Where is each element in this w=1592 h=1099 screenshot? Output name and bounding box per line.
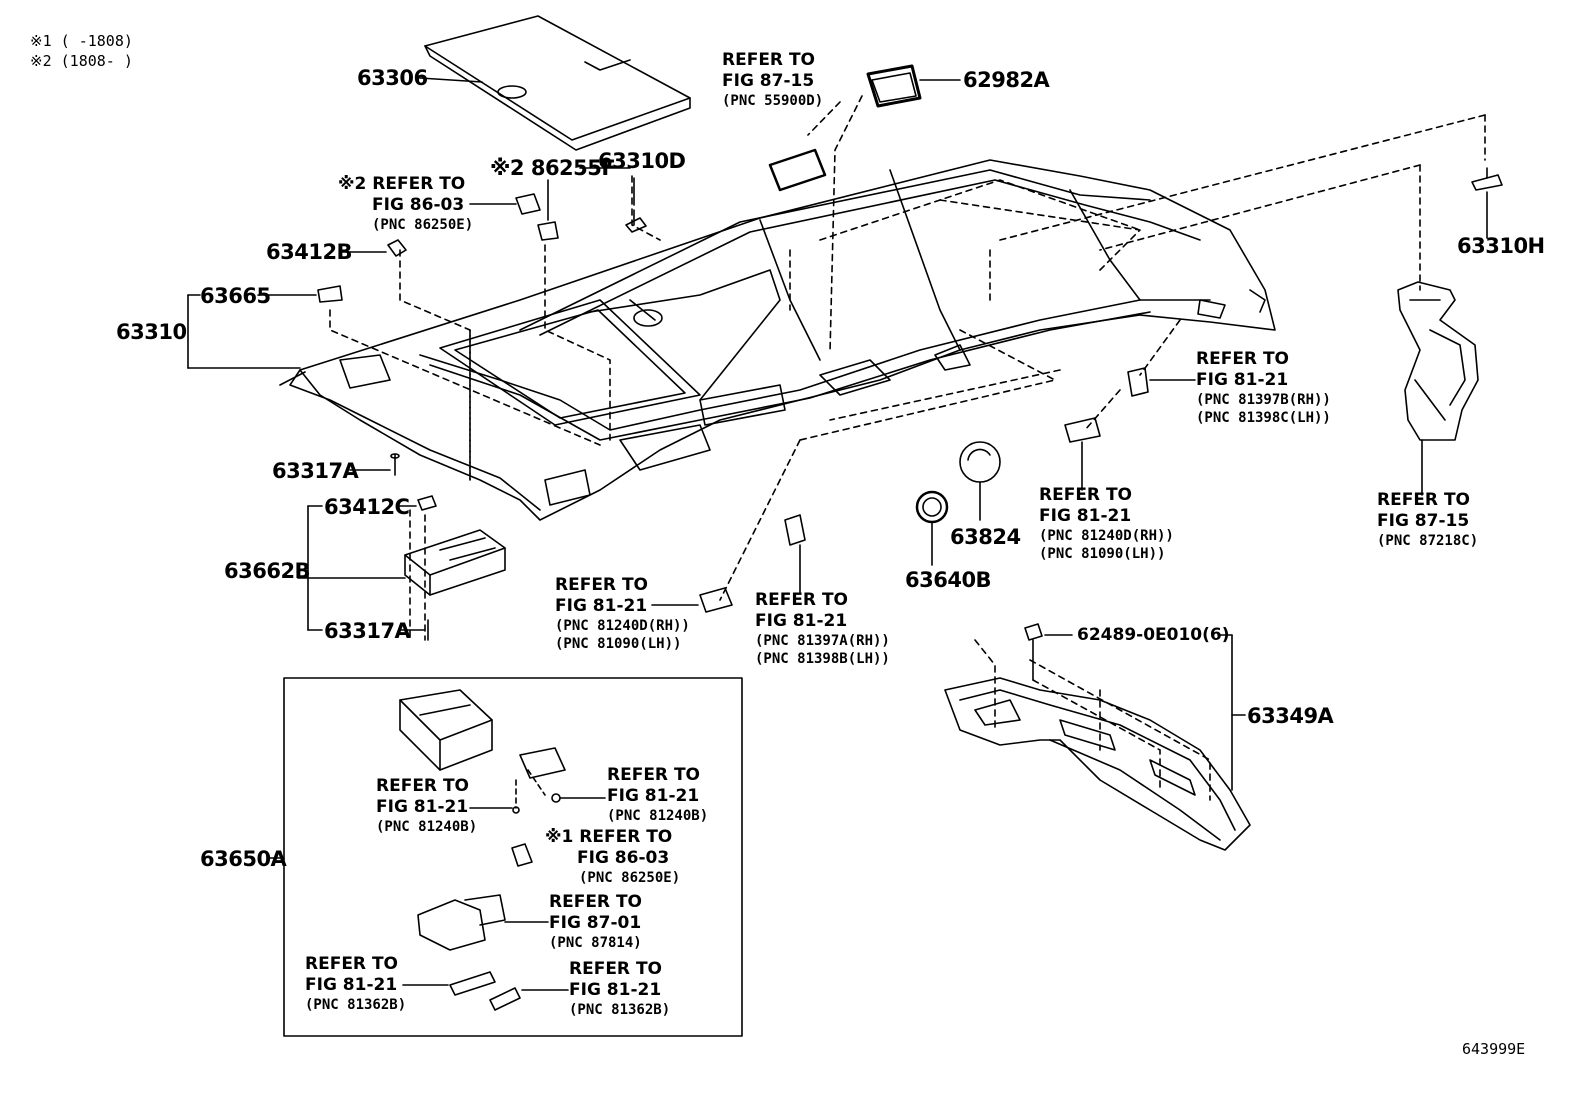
ref-fig-81-21-81240d-right[interactable]: REFER TO FIG 81-21 (PNC 81240D(RH)) (PNC…	[1039, 487, 1174, 565]
ref-pnc: (PNC 81240D(RH))	[555, 618, 690, 634]
ref-pnc: (PNC 81240B)	[376, 819, 478, 835]
rear-trim-dash	[974, 639, 1211, 801]
clip-63310d-drawing	[625, 177, 647, 233]
bracket-drawings	[651, 367, 1196, 613]
ref-line1: REFER TO	[305, 954, 398, 974]
screw-top-drawing	[349, 453, 400, 476]
ref-line2: FIG 81-21	[607, 786, 700, 806]
ref-line1: REFER TO	[607, 765, 700, 785]
ref-pnc: (PNC 86250E)	[372, 217, 474, 233]
variant-note-2: ※2 (1808- )	[30, 52, 133, 70]
ref-pnc: (PNC 81362B)	[569, 1002, 671, 1018]
figure-id: 643999E	[1462, 1040, 1526, 1058]
ref-line1: ※1 REFER TO	[545, 827, 673, 847]
lamp-86255f-drawing	[515, 179, 559, 241]
part-63412b[interactable]: 63412B	[266, 240, 353, 264]
ref-pnc: (PNC 87218C)	[1377, 533, 1479, 549]
ref-line1: REFER TO	[1196, 349, 1289, 369]
ref-line1: REFER TO	[549, 892, 642, 912]
part-63412c[interactable]: 63412C	[324, 495, 410, 519]
part-63310[interactable]: 63310	[116, 320, 187, 344]
variant-note-1: ※1 ( -1808)	[30, 32, 133, 50]
part-63349a[interactable]: 63349A	[1247, 704, 1334, 728]
overhead-console-drawing	[399, 689, 606, 1011]
ref-pnc2: (PNC 81090(LH))	[1039, 546, 1166, 562]
part-63317a-top[interactable]: 63317A	[272, 459, 359, 483]
ref-line1: REFER TO	[1377, 490, 1470, 510]
ref-pnc2: (PNC 81090(LH))	[555, 636, 682, 652]
ref-pnc: (PNC 81240B)	[607, 808, 709, 824]
assembly-box	[283, 677, 743, 1037]
plug-drawings	[915, 441, 1001, 566]
rear-duct-drawing	[1397, 281, 1479, 496]
part-63310d[interactable]: 63310D	[598, 149, 686, 173]
ref-pnc: (PNC 81240D(RH))	[1039, 528, 1174, 544]
ref-pnc2: (PNC 81398B(LH))	[755, 651, 890, 667]
pin-63310h-drawing	[1471, 167, 1503, 239]
part-63665[interactable]: 63665	[200, 284, 271, 308]
ref-line2: FIG 81-21	[376, 797, 469, 817]
part-63310h[interactable]: 63310H	[1457, 234, 1545, 258]
part-63640b[interactable]: 63640B	[905, 568, 992, 592]
part-63650a[interactable]: 63650A	[200, 847, 287, 871]
ref-fig-81-21-81397a[interactable]: REFER TO FIG 81-21 (PNC 81397A(RH)) (PNC…	[755, 592, 890, 670]
ref-line2: FIG 87-15	[1377, 511, 1470, 531]
ref-line2: FIG 87-15	[722, 71, 815, 91]
ref-fig-87-01-87814[interactable]: REFER TO FIG 87-01 (PNC 87814)	[549, 894, 642, 954]
ref-line1: ※2 REFER TO	[338, 174, 466, 194]
console-lamp-drawing	[297, 495, 506, 641]
ref-pnc: (PNC 81397A(RH))	[755, 633, 890, 649]
part-63824[interactable]: 63824	[950, 525, 1021, 549]
ref-line2: FIG 81-21	[305, 975, 398, 995]
ref-line2: FIG 81-21	[555, 596, 648, 616]
ref-line2: FIG 81-21	[1196, 370, 1289, 390]
rear-trim-drawing	[944, 623, 1251, 851]
sunshade-panel-drawing	[424, 15, 691, 151]
ref-line1: REFER TO	[569, 959, 662, 979]
ref-line1: REFER TO	[722, 50, 815, 70]
part-63306[interactable]: 63306	[357, 66, 428, 90]
ref-fig-81-21-81362b-left[interactable]: REFER TO FIG 81-21 (PNC 81362B)	[305, 956, 406, 1016]
ref-line1: REFER TO	[1039, 485, 1132, 505]
ref-fig-87-15-55900d[interactable]: REFER TO FIG 87-15 (PNC 55900D)	[722, 52, 823, 112]
ref-fig-86-03-box[interactable]: ※1 REFER TO FIG 86-03 (PNC 86250E)	[545, 829, 680, 889]
part-62489-0e010[interactable]: 62489-0E010(6)	[1077, 625, 1230, 645]
alignment-lines	[329, 114, 1486, 641]
ref-pnc: (PNC 55900D)	[722, 93, 824, 109]
clips-left-drawing	[187, 239, 407, 369]
ref-fig-81-21-81240d-left[interactable]: REFER TO FIG 81-21 (PNC 81240D(RH)) (PNC…	[555, 577, 690, 655]
ref-fig-86-03-top[interactable]: ※2 REFER TO FIG 86-03 (PNC 86250E)	[338, 176, 473, 236]
ref-line1: REFER TO	[376, 776, 469, 796]
ref-pnc2: (PNC 81398C(LH))	[1196, 410, 1331, 426]
ref-fig-81-21-81362b-right[interactable]: REFER TO FIG 81-21 (PNC 81362B)	[569, 961, 670, 1021]
sunroof-switch-drawing	[768, 64, 922, 192]
part-63317a-bottom[interactable]: 63317A	[324, 619, 411, 643]
ref-line2: FIG 87-01	[549, 913, 642, 933]
part-86255f[interactable]: ※2 86255F	[490, 156, 616, 180]
ref-pnc: (PNC 81397B(RH))	[1196, 392, 1331, 408]
part-63662b[interactable]: 63662B	[224, 559, 311, 583]
ref-fig-81-21-81240b-right[interactable]: REFER TO FIG 81-21 (PNC 81240B)	[607, 767, 708, 827]
ref-line2: FIG 81-21	[569, 980, 662, 1000]
ref-fig-81-21-81397b[interactable]: REFER TO FIG 81-21 (PNC 81397B(RH)) (PNC…	[1196, 351, 1331, 429]
ref-fig-81-21-81240b-left[interactable]: REFER TO FIG 81-21 (PNC 81240B)	[376, 778, 477, 838]
ref-line2: FIG 86-03	[372, 195, 465, 215]
ref-fig-87-15-87218c[interactable]: REFER TO FIG 87-15 (PNC 87218C)	[1377, 492, 1478, 552]
ref-line2: FIG 81-21	[755, 611, 848, 631]
ref-line1: REFER TO	[755, 590, 848, 610]
ref-line2: FIG 86-03	[577, 848, 670, 868]
ref-line1: REFER TO	[555, 575, 648, 595]
ref-line2: FIG 81-21	[1039, 506, 1132, 526]
ref-pnc: (PNC 81362B)	[305, 997, 407, 1013]
roof-headlining-drawing	[279, 159, 1276, 521]
ref-pnc: (PNC 86250E)	[579, 870, 681, 886]
part-62982a[interactable]: 62982A	[963, 68, 1050, 92]
ref-pnc: (PNC 87814)	[549, 935, 642, 951]
